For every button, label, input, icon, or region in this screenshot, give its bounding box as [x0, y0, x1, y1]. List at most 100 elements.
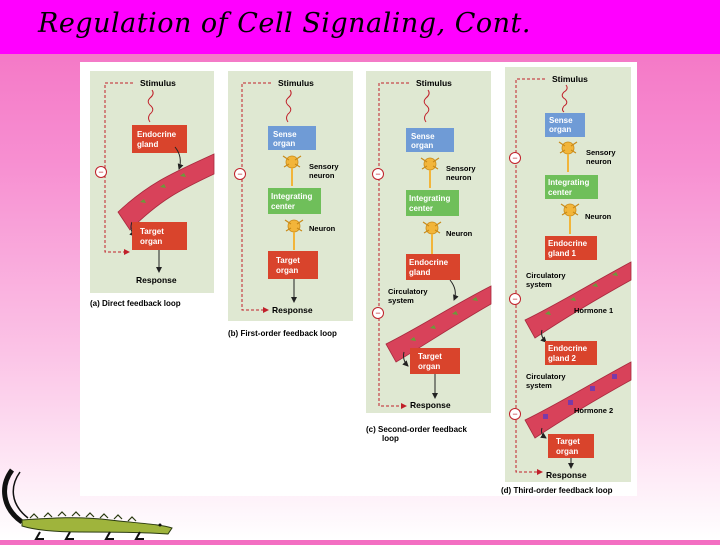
target-organ-label-1: Target: [418, 352, 442, 361]
integrating-center-box: [545, 175, 598, 199]
sense-organ-label-1: Sense: [549, 116, 573, 125]
slide-title: Regulation of Cell Signaling, Cont.: [38, 8, 531, 39]
minus-sign: −: [512, 294, 517, 304]
integrating-center-box: [406, 190, 459, 216]
neuron-icon: [284, 219, 304, 233]
stimulus-label: Stimulus: [278, 78, 314, 88]
sensory-neuron-label-1: Sensory: [586, 148, 616, 157]
arrow: [174, 146, 184, 170]
response-label: Response: [136, 275, 177, 285]
integrating-center-label-1: Integrating: [548, 178, 589, 187]
endocrine-gland-2-label-2: gland 2: [548, 354, 577, 363]
sensory-neuron-label-1: Sensory: [446, 164, 476, 173]
circulatory-system-2-label-1: Circulatory: [526, 372, 566, 381]
integrating-center-label-2: center: [271, 202, 295, 211]
neuron-icon: [422, 221, 442, 235]
blood-vessel-1: [524, 261, 632, 339]
target-organ-box: [268, 251, 318, 279]
endocrine-gland-2-label-1: Endocrine: [548, 344, 588, 353]
sense-organ-box: [406, 128, 454, 152]
figure-svg: Stimulus − Endocrine gland Target organ …: [90, 67, 632, 495]
hormone-1-label: Hormone 1: [574, 306, 613, 315]
panel-b: Stimulus − Sense organ Sensory neuron In…: [228, 71, 353, 338]
circulatory-system-label-1: Circulatory: [388, 287, 428, 296]
circulatory-system-label-2: system: [388, 296, 414, 305]
endocrine-gland-box: [132, 125, 187, 153]
negative-feedback-sign: [509, 293, 521, 305]
stimulus-label: Stimulus: [552, 74, 588, 84]
hormone-molecules: [140, 173, 186, 203]
integrating-center-label-1: Integrating: [271, 192, 312, 201]
arrow: [540, 329, 547, 343]
endocrine-gland-label-2: gland: [409, 268, 430, 277]
caption-b: (b) First-order feedback loop: [228, 329, 337, 338]
endocrine-gland-label-2: gland: [137, 140, 158, 149]
crocodile-tail: [2, 468, 24, 525]
stimulus-wave: [561, 84, 568, 113]
panel-a: Stimulus − Endocrine gland Target organ …: [90, 71, 215, 308]
endocrine-gland-1-label-1: Endocrine: [548, 239, 588, 248]
minus-sign: −: [237, 169, 242, 179]
endocrine-gland-box: [406, 254, 460, 280]
stimulus-wave: [285, 89, 292, 123]
target-organ-label-2: organ: [276, 266, 298, 275]
sense-organ-label-2: organ: [411, 141, 433, 150]
crocodile-legs: [34, 531, 144, 540]
sensory-neuron-label-2: neuron: [586, 157, 612, 166]
sense-organ-box: [545, 113, 585, 137]
target-organ-label-2: organ: [556, 447, 578, 456]
neuron-icon: [558, 141, 578, 155]
crocodile-tail-outline: [12, 471, 29, 519]
target-organ-box: [410, 348, 460, 374]
minus-sign: −: [98, 167, 103, 177]
sense-organ-label-1: Sense: [411, 132, 435, 141]
target-organ-box: [132, 222, 187, 250]
negative-feedback-sign: [509, 152, 521, 164]
feedback-loops-figure: Stimulus − Endocrine gland Target organ …: [80, 62, 637, 496]
endocrine-gland-label-1: Endocrine: [137, 130, 177, 139]
response-label: Response: [546, 470, 587, 480]
arrow: [540, 427, 547, 439]
sensory-neuron-label-2: neuron: [446, 173, 472, 182]
minus-sign: −: [375, 308, 380, 318]
response-label: Response: [410, 400, 451, 410]
integrating-center-label-2: center: [409, 204, 433, 213]
sense-organ-label-1: Sense: [273, 130, 297, 139]
crocodile-svg: [2, 468, 173, 540]
circulatory-system-1-label-2: system: [526, 280, 552, 289]
crocodile-body: [21, 517, 173, 535]
hormone-2-label: Hormone 2: [574, 406, 613, 415]
caption-d: (d) Third-order feedback loop: [501, 486, 613, 495]
neuron-label: Neuron: [585, 212, 612, 221]
feedback-line: [104, 82, 133, 255]
negative-feedback-sign: [372, 307, 384, 319]
negative-feedback-sign: [509, 408, 521, 420]
blood-vessel-2: [524, 361, 632, 439]
minus-sign: −: [512, 153, 517, 163]
stimulus-label: Stimulus: [140, 78, 176, 88]
panel-c: Stimulus − − Sense organ Sensory neuron …: [366, 71, 492, 443]
target-organ-label-1: Target: [276, 256, 300, 265]
caption-c-1: (c) Second-order feedback: [366, 425, 467, 434]
neuron-label: Neuron: [309, 224, 336, 233]
sensory-neuron-label-2: neuron: [309, 171, 335, 180]
endocrine-gland-1-label-2: gland 1: [548, 249, 577, 258]
title-bar: Regulation of Cell Signaling, Cont.: [0, 0, 720, 54]
neuron-icon: [420, 157, 440, 171]
endocrine-gland-1-box: [545, 236, 597, 260]
neuron-label: Neuron: [446, 229, 473, 238]
sense-organ-box: [268, 126, 316, 150]
integrating-center-label-2: center: [548, 188, 572, 197]
circulatory-system-1-label-1: Circulatory: [526, 271, 566, 280]
stimulus-wave: [423, 89, 430, 123]
arrow: [402, 351, 409, 367]
stimulus-label: Stimulus: [416, 78, 452, 88]
target-organ-box: [548, 434, 594, 458]
caption-a: (a) Direct feedback loop: [90, 299, 181, 308]
negative-feedback-sign: [95, 166, 107, 178]
feedback-line: [241, 82, 271, 313]
circulatory-system-2-label-2: system: [526, 381, 552, 390]
target-organ-label-2: organ: [140, 237, 162, 246]
target-organ-label-2: organ: [418, 362, 440, 371]
target-organ-label-1: Target: [140, 227, 164, 236]
